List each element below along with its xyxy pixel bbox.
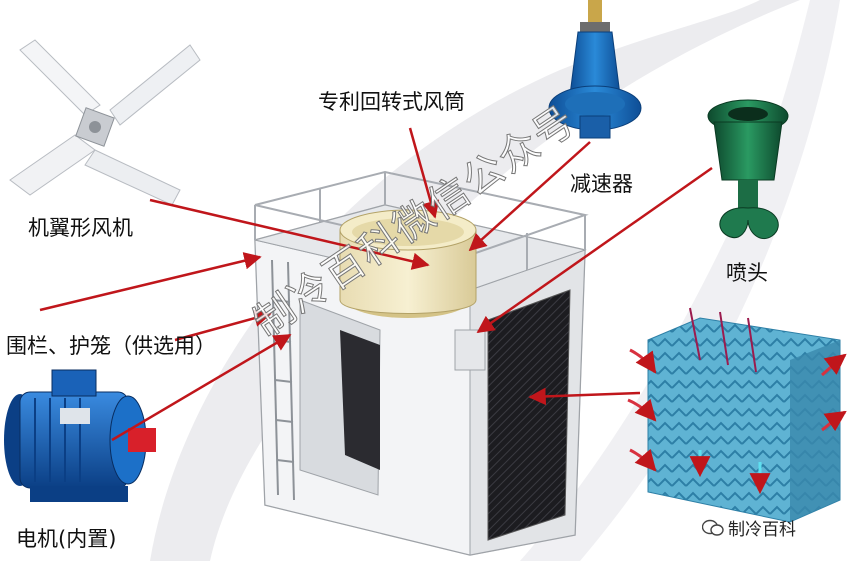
airfoil-fan-illustration xyxy=(9,39,201,206)
arrow-rail-1 xyxy=(39,252,262,312)
label-airfoil-fan: 机翼形风机 xyxy=(28,216,133,240)
cooling-tower-illustration xyxy=(254,170,589,556)
fill-pack-illustration xyxy=(627,307,847,523)
brand-watermark: 制冷百科 xyxy=(702,515,796,540)
label-motor: 电机(内置) xyxy=(16,527,117,551)
leader-arrows xyxy=(39,127,713,442)
label-rotary-fan-duct: 专利回转式风筒 xyxy=(318,90,465,114)
brand-text: 制冷百科 xyxy=(728,520,796,540)
arrow-motor xyxy=(111,333,292,442)
label-nozzle: 喷头 xyxy=(726,261,768,285)
label-railing-cage: 围栏、护笼（供选用） xyxy=(6,334,216,358)
background-swoosh xyxy=(150,0,800,561)
wechat-icon xyxy=(702,519,724,536)
arrow-duct xyxy=(408,127,440,219)
arrow-fill xyxy=(528,387,641,406)
nozzle-illustration xyxy=(707,99,789,240)
arrow-reducer xyxy=(468,141,591,252)
label-reducer: 减速器 xyxy=(570,172,633,196)
background-swoosh-2 xyxy=(520,0,840,561)
arrow-fan xyxy=(149,198,430,270)
motor-illustration xyxy=(4,369,156,502)
arrow-rail-2 xyxy=(174,309,272,342)
reducer-illustration xyxy=(548,0,642,139)
arrow-nozzle xyxy=(476,166,713,334)
